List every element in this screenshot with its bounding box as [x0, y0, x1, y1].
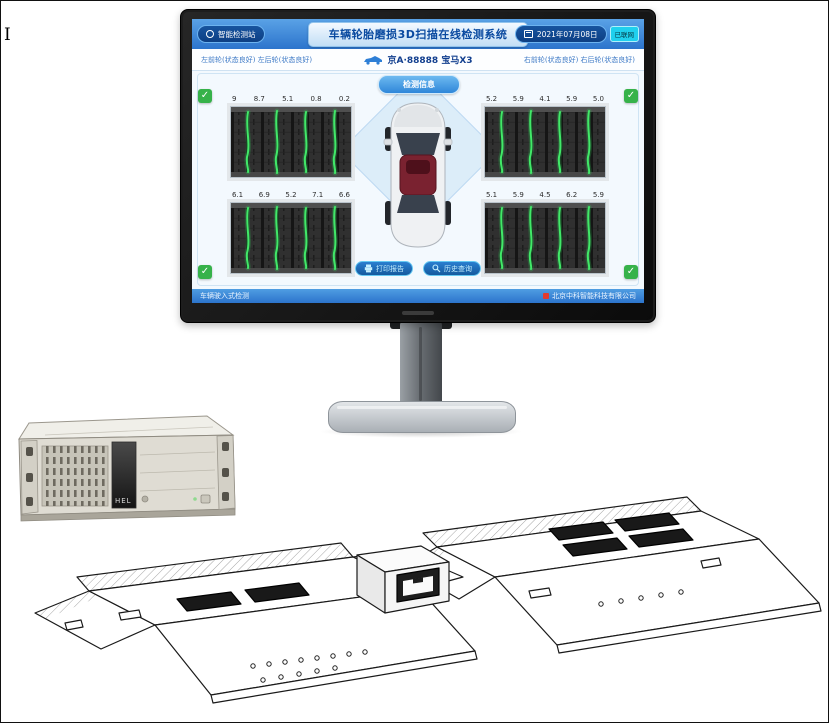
date-pill: 2021年07月08日: [514, 25, 607, 43]
tread-depth-value: 6.1: [232, 191, 244, 199]
left-wheels-status: 左前轮(状态良好) 左后轮(状态良好): [201, 55, 313, 64]
check-icon: ✓: [198, 265, 212, 279]
history-query-label: 历史查询: [444, 264, 472, 273]
date-label: 2021年07月08日: [536, 29, 598, 39]
tire-scan-image: [230, 106, 352, 178]
main-frame: [197, 73, 639, 286]
tread-depth-value: 7.1: [312, 191, 324, 199]
history-query-button[interactable]: 历史查询: [423, 261, 481, 276]
tire-panel-left-front: 9 8.7 5.1 0.8 0.2: [230, 95, 352, 178]
tread-depth-value: 0.8: [310, 95, 322, 103]
tread-depth-value: 5.9: [592, 191, 604, 199]
plate-group: 京A·88888 宝马X3: [363, 53, 473, 66]
scanner-window: [614, 512, 680, 532]
footer-mode-label: 车辆驶入式检测: [200, 292, 249, 300]
right-wheels-status: 右前轮(状态良好) 右后轮(状态良好): [523, 55, 635, 64]
scanner-window: [176, 591, 242, 612]
car-icon: [364, 55, 383, 65]
printer-icon: [364, 264, 373, 273]
tire-scan-image: [484, 202, 606, 274]
calendar-icon: [523, 30, 533, 38]
pc-brand-label: HEL: [115, 497, 132, 505]
tread-depth-value: 5.2: [486, 95, 498, 103]
scanner-window: [244, 582, 310, 603]
network-status-badge: 已联网: [609, 26, 639, 42]
tread-depth-value: 0.2: [338, 95, 350, 103]
pc-keylock: [141, 495, 149, 503]
tire-panel-left-rear: 6.1 6.9 5.2 7.1 6.6: [230, 191, 352, 274]
tire-panel-right-rear: 5.1 5.9 4.5 6.2 5.9: [484, 191, 606, 274]
tread-depth-value: 4.5: [539, 191, 551, 199]
left-ramp: [34, 542, 478, 704]
screen-main: ✓ ✓ ✓ ✓ 9 8.7 5.1 0.8 0.2 5.2: [192, 71, 644, 289]
title-banner: 车辆轮胎磨损3D扫描在线检测系统: [308, 22, 528, 47]
screen-footer: 车辆驶入式检测 北京中科智能科技有限公司: [192, 289, 644, 303]
magnifier-icon: [432, 264, 441, 273]
tread-depth-values: 9 8.7 5.1 0.8 0.2: [230, 95, 352, 105]
screen: 智能检测站 车辆轮胎磨损3D扫描在线检测系统 2021年07月08日 已联网 左…: [192, 19, 644, 303]
pc-power-button[interactable]: [200, 494, 211, 504]
industrial-pc: HEL: [9, 411, 241, 527]
car-top-view: [383, 102, 453, 248]
tire-scan-image: [484, 106, 606, 178]
right-ramp: [402, 496, 822, 654]
station-label: 智能检测站: [218, 29, 256, 39]
pc-power-led: [193, 497, 197, 501]
tread-depth-values: 5.2 5.9 4.1 5.9 5.0: [484, 95, 606, 105]
tread-depth-value: 8.7: [253, 95, 265, 103]
tread-depth-value: 6.2: [566, 191, 578, 199]
pc-bottom-edge: [20, 508, 236, 522]
header-right-group: 2021年07月08日 已联网: [514, 25, 639, 43]
monitor-stand-base: [328, 401, 516, 433]
station-pill: 智能检测站: [197, 25, 265, 43]
detection-info-button[interactable]: 检测信息: [378, 75, 460, 94]
tread-depth-value: 5.0: [592, 95, 604, 103]
check-icon: ✓: [198, 89, 212, 103]
print-report-button[interactable]: 打印报告: [355, 261, 413, 276]
logo-icon: [206, 30, 214, 38]
tire-panel-right-front: 5.2 5.9 4.1 5.9 5.0: [484, 95, 606, 178]
tread-depth-value: 5.9: [512, 95, 524, 103]
scanner-window: [628, 528, 694, 548]
scanner-window: [562, 537, 628, 557]
vehicle-status-bar: 左前轮(状态良好) 左后轮(状态良好) 京A·88888 宝马X3 右前轮(状态…: [192, 49, 644, 71]
tread-depth-value: 5.9: [566, 95, 578, 103]
tread-depth-value: 5.1: [282, 95, 294, 103]
scanner-window: [548, 521, 614, 541]
tread-depth-values: 6.1 6.9 5.2 7.1 6.6: [230, 191, 352, 201]
check-icon: ✓: [624, 89, 638, 103]
text-cursor: I: [4, 25, 11, 45]
app-title: 车辆轮胎磨损3D扫描在线检测系统: [328, 28, 508, 41]
tread-depth-value: 5.9: [512, 191, 524, 199]
tread-depth-value: 4.1: [539, 95, 551, 103]
tire-scan-image: [230, 202, 352, 274]
tread-depth-values: 5.1 5.9 4.5 6.2 5.9: [484, 191, 606, 201]
tread-depth-value: 5.2: [285, 191, 297, 199]
monitor-logo: [402, 311, 434, 315]
tread-depth-value: 6.9: [258, 191, 270, 199]
screen-header: 智能检测站 车辆轮胎磨损3D扫描在线检测系统 2021年07月08日 已联网: [192, 19, 644, 49]
company-group: 北京中科智能科技有限公司: [543, 291, 636, 301]
tread-depth-value: 5.1: [486, 191, 498, 199]
monitor-bezel: 智能检测站 车辆轮胎磨损3D扫描在线检测系统 2021年07月08日 已联网 左…: [180, 9, 656, 323]
company-name: 北京中科智能科技有限公司: [552, 292, 636, 300]
junction-box: [356, 545, 450, 614]
tread-depth-value: 9: [232, 95, 237, 103]
print-report-label: 打印报告: [376, 264, 404, 273]
company-logo-icon: [543, 293, 549, 299]
tread-depth-value: 6.6: [338, 191, 350, 199]
check-icon: ✓: [624, 265, 638, 279]
action-buttons: 打印报告 历史查询: [355, 261, 481, 276]
monitor-stand-neck: [400, 321, 442, 409]
pc-drive-door: [111, 441, 137, 509]
license-plate: 京A·88888 宝马X3: [387, 56, 473, 66]
